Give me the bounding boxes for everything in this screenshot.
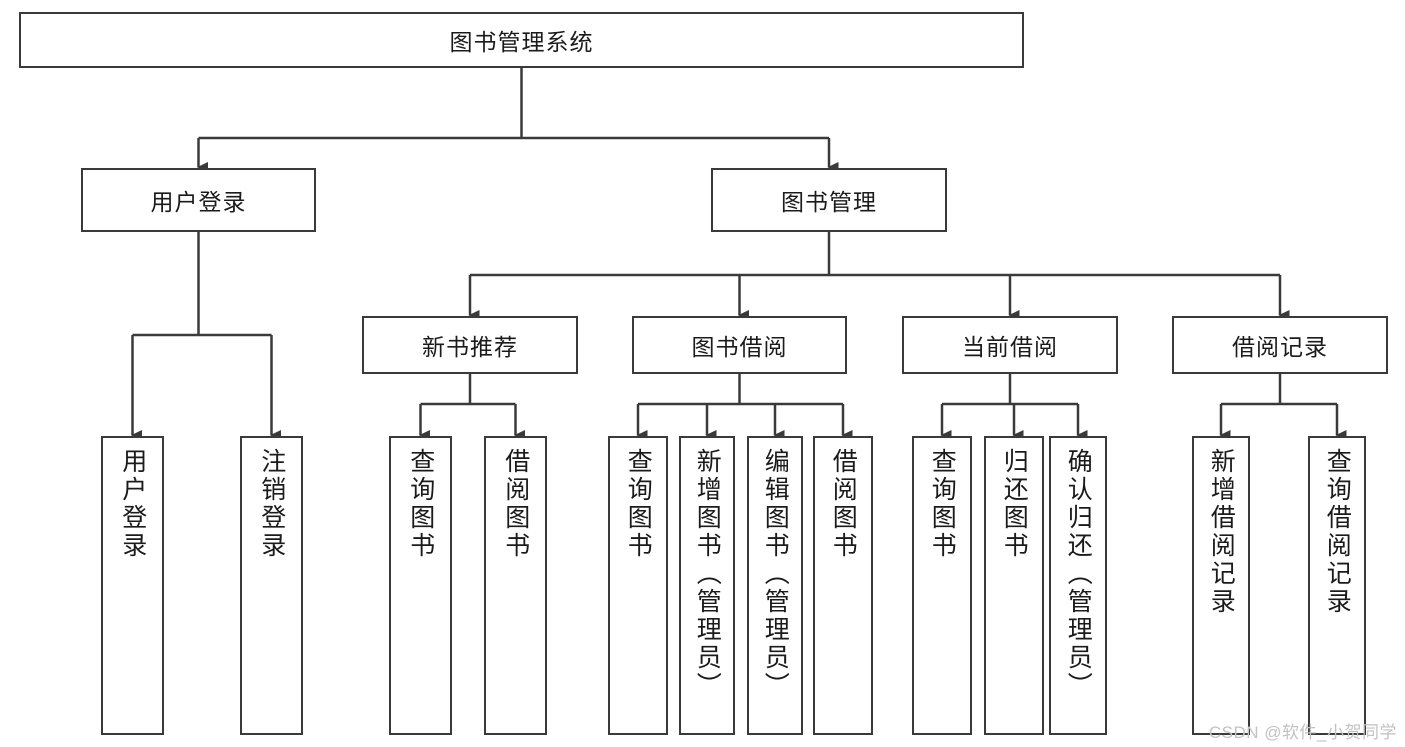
- node-leaf-query-book-1: 查询图书: [389, 436, 452, 735]
- node-label-leaf-add-record: 新增借阅记录: [1207, 448, 1236, 616]
- node-leaf-query-book-2: 查询图书: [608, 436, 668, 735]
- node-leaf-user-logout: 注销登录: [240, 436, 303, 735]
- node-leaf-confirm-return: 确认归还（管理员）: [1049, 436, 1107, 735]
- node-book-borrow: 图书借阅: [632, 316, 847, 374]
- node-label-user-login: 用户登录: [150, 189, 247, 215]
- node-leaf-return-book: 归还图书: [984, 436, 1044, 735]
- node-root: 图书管理系统: [19, 12, 1024, 68]
- connector-lines: [131, 68, 1347, 441]
- node-leaf-user-login: 用户登录: [101, 436, 164, 735]
- node-new-book-rec: 新书推荐: [362, 316, 578, 374]
- node-label-leaf-query-record: 查询借阅记录: [1323, 448, 1352, 616]
- node-leaf-borrow-book-2: 借阅图书: [813, 436, 873, 735]
- node-current-borrow: 当前借阅: [902, 316, 1118, 374]
- node-label-leaf-borrow-book-1: 借阅图书: [501, 448, 530, 560]
- node-leaf-query-book-3: 查询图书: [912, 436, 972, 735]
- node-label-leaf-query-book-2: 查询图书: [624, 448, 653, 560]
- node-label-root: 图书管理系统: [449, 29, 594, 55]
- node-label-leaf-user-logout: 注销登录: [257, 448, 286, 560]
- node-borrow-record: 借阅记录: [1172, 316, 1388, 374]
- node-book-manage: 图书管理: [711, 168, 947, 232]
- node-label-borrow-record: 借阅记录: [1232, 334, 1328, 360]
- node-label-book-borrow: 图书借阅: [691, 334, 788, 360]
- node-label-new-book-rec: 新书推荐: [422, 334, 518, 360]
- node-leaf-edit-book: 编辑图书（管理员）: [747, 436, 803, 735]
- node-label-leaf-return-book: 归还图书: [1000, 448, 1029, 560]
- node-label-book-manage: 图书管理: [781, 189, 877, 215]
- node-label-leaf-user-login: 用户登录: [118, 448, 147, 560]
- node-leaf-query-record: 查询借阅记录: [1308, 436, 1366, 735]
- node-label-leaf-borrow-book-2: 借阅图书: [829, 448, 858, 560]
- node-leaf-add-record: 新增借阅记录: [1192, 436, 1250, 735]
- node-label-leaf-add-book: 新增图书（管理员）: [693, 448, 722, 700]
- node-label-leaf-query-book-3: 查询图书: [928, 448, 957, 560]
- watermark: CSDN @软件_小贺同学: [1208, 723, 1397, 742]
- node-user-login: 用户登录: [81, 168, 316, 232]
- node-leaf-add-book: 新增图书（管理员）: [679, 436, 735, 735]
- node-label-leaf-query-book-1: 查询图书: [406, 448, 435, 560]
- node-label-leaf-confirm-return: 确认归还（管理员）: [1064, 448, 1093, 700]
- node-leaf-borrow-book-1: 借阅图书: [484, 436, 547, 735]
- node-label-leaf-edit-book: 编辑图书（管理员）: [761, 448, 790, 700]
- node-label-current-borrow: 当前借阅: [962, 334, 1058, 360]
